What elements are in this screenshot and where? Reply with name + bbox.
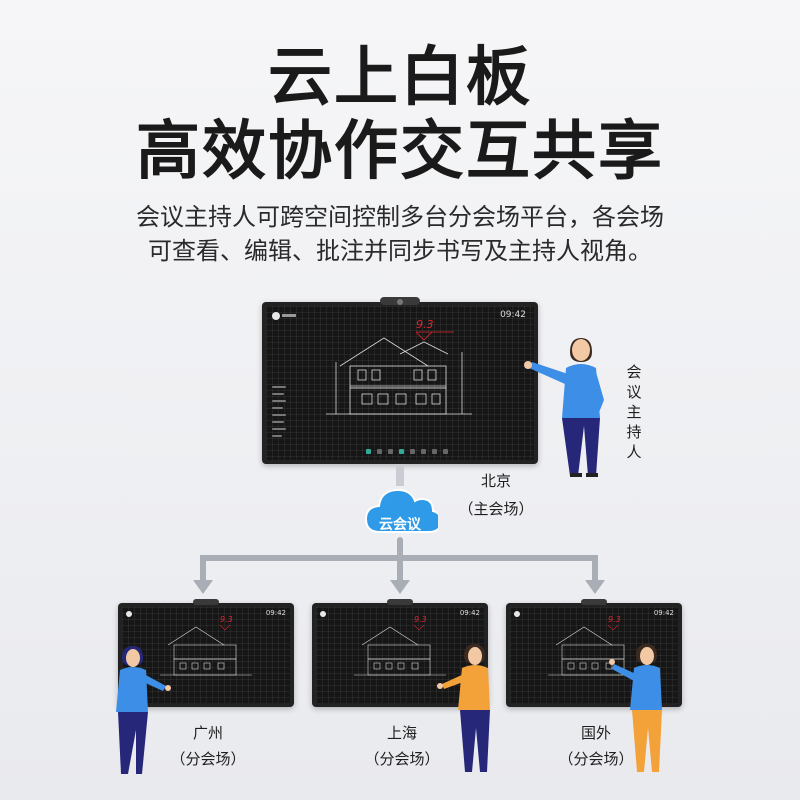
app-logo-icon: [514, 611, 520, 617]
host-label-char: 主: [626, 403, 642, 421]
main-screen-stand: [396, 464, 404, 486]
house-blueprint-drawing: 9.3: [326, 318, 472, 415]
branch-venue: （分会场）: [558, 750, 634, 768]
branch-label-overseas: 国外 （分会场）: [546, 722, 646, 770]
main-screen-clock: 09:42: [500, 310, 526, 320]
branch-location: 国外: [580, 724, 611, 742]
description: 会议主持人可跨空间控制多台分会场平台，各会场 可查看、编辑、批注并同步书写及主持…: [80, 200, 720, 268]
branch-screen-guangzhou: 09:42 9.3: [118, 599, 294, 707]
host-label-char: 持: [626, 423, 642, 441]
branch-annotation-text: 9.3: [414, 615, 427, 624]
main-location-venue: （主会场）: [458, 500, 534, 518]
host-label-char: 议: [626, 383, 642, 401]
branch-annotation-text: 9.3: [608, 615, 621, 624]
branch-clock: 09:42: [459, 609, 480, 617]
branch-location: 广州: [192, 724, 223, 742]
branch-screen-shanghai: 09:42 9.3: [312, 599, 488, 707]
participant-shanghai: [437, 644, 490, 772]
app-logo-icon: [320, 611, 326, 617]
branch-clock: 09:42: [653, 609, 674, 617]
page-title-line1: 云上白板: [268, 41, 532, 115]
page-title-line2: 高效协作交互共享: [136, 115, 664, 189]
participant-guangzhou: [116, 646, 171, 774]
main-location-name: 北京: [480, 472, 511, 490]
host-label-char: 人: [626, 443, 642, 461]
main-screen: 09:42: [262, 297, 538, 464]
branch-venue: （分会场）: [364, 750, 440, 768]
whiteboard-canvas: 09:42: [266, 306, 534, 460]
description-line2: 可查看、编辑、批注并同步书写及主持人视角。: [148, 237, 652, 265]
bottom-toolbar: [366, 449, 448, 454]
cloud-icon: [364, 488, 438, 533]
participant-overseas: [609, 644, 662, 772]
app-logo-icon: [126, 611, 132, 617]
app-name-bar: [282, 314, 296, 317]
description-line1: 会议主持人可跨空间控制多台分会场平台，各会场: [136, 203, 664, 231]
whiteboard-canvas: 09:42 9.3: [122, 607, 290, 703]
branch-clock: 09:42: [265, 609, 286, 617]
main-annotation-text: 9.3: [416, 318, 434, 331]
side-menu: [272, 386, 286, 442]
branch-location: 上海: [386, 724, 417, 742]
whiteboard-canvas: 09:42 9.3: [316, 607, 484, 703]
host-label-char: 会: [626, 363, 642, 381]
main-location-label: 北京 （主会场）: [448, 470, 544, 520]
branch-annotation-text: 9.3: [220, 615, 233, 624]
branch-venue: （分会场）: [170, 750, 246, 768]
house-blueprint-drawing: 9.3: [160, 615, 252, 676]
branch-label-guangzhou: 广州 （分会场）: [158, 722, 258, 770]
camera-icon: [397, 299, 403, 305]
branch-label-shanghai: 上海 （分会场）: [352, 722, 452, 770]
house-blueprint-drawing: 9.3: [354, 615, 446, 676]
cloud-label: 云会议: [379, 517, 421, 533]
host-label: 会 议 主 持 人: [622, 362, 646, 462]
app-logo-icon: [272, 312, 280, 320]
host-person: [524, 338, 604, 477]
cloud-meeting: 云会议: [362, 484, 438, 540]
